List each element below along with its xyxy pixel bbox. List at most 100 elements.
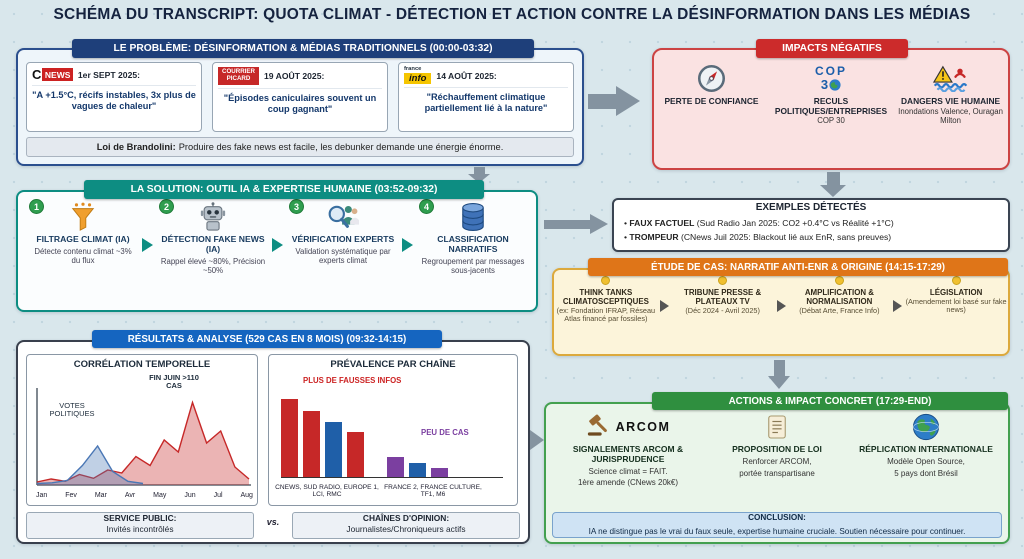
cop30-logo-digit: 3 xyxy=(820,77,829,92)
impact-politics: COP 3 RECULS POLITIQUES/ENTREPRISES COP … xyxy=(771,63,891,126)
step-number-badge: 2 xyxy=(159,199,174,214)
arrow-problem-down xyxy=(474,167,485,174)
channel-bar xyxy=(387,457,404,477)
media-card-date: 19 AOÛT 2025: xyxy=(264,70,325,81)
action-title: RÉPLICATION INTERNATIONALE xyxy=(859,444,993,454)
arrow-case-to-actions xyxy=(774,360,785,376)
action-desc: Science climat = FAIT. xyxy=(588,466,668,476)
temporal-chart-title: CORRÉLATION TEMPORELLE xyxy=(73,359,211,370)
impact-label: RECULS POLITIQUES/ENTREPRISES xyxy=(774,96,888,116)
media-card-cnews: C NEWS 1er SEPT 2025: "A +1.5°C, récifs … xyxy=(26,62,202,132)
actions-header: ACTIONS & IMPACT CONCRET (17:29-END) xyxy=(652,392,1008,410)
compass-icon xyxy=(656,63,767,94)
brandolini-note: Loi de Brandolini: Produire des fake new… xyxy=(26,137,574,157)
arrow-problem-to-impacts xyxy=(588,94,616,109)
globe-mini-icon xyxy=(829,78,841,91)
solution-step-3: 3 VÉRIFICATION EXPERTS Validation systém… xyxy=(284,198,402,265)
timeline-dot-icon xyxy=(834,276,844,285)
arrow-impacts-down xyxy=(827,172,840,185)
conclusion-banner: CONCLUSION: IA ne distingue pas le vrai … xyxy=(552,512,1002,538)
experts-magnifier-icon xyxy=(284,198,402,232)
channel-bar xyxy=(409,463,426,477)
arrow-problem-down-head xyxy=(468,174,490,183)
step-title: FILTRAGE CLIMAT (IA) xyxy=(36,234,130,244)
channel-bar xyxy=(281,399,298,477)
step-title: VÉRIFICATION EXPERTS xyxy=(291,234,395,244)
franceinfo-logo-france: france xyxy=(404,66,422,72)
franceinfo-logo: france info xyxy=(404,66,432,85)
step-title: CLASSIFICATION NARRATIFS xyxy=(437,234,509,254)
robot-icon xyxy=(154,198,272,232)
globe-icon xyxy=(850,412,1002,442)
arrow-solution-to-examples xyxy=(544,220,590,229)
month-label: Avr xyxy=(124,492,136,499)
timeline-dot-icon xyxy=(601,276,611,285)
example-detail: (CNews Juil 2025: Blackout lié aux EnR, … xyxy=(678,232,892,242)
impact-sub: COP 30 xyxy=(817,116,845,126)
action-desc: portée transpartisane xyxy=(739,468,815,478)
impacts-header: IMPACTS NÉGATIFS xyxy=(756,39,908,58)
step-title: DÉTECTION FAKE NEWS (IA) xyxy=(161,234,265,254)
action-desc: 5 pays dont Brésil xyxy=(894,468,958,478)
opinion-channels-note: CHAÎNES D'OPINION: Journalistes/Chroniqu… xyxy=(292,512,520,539)
media-card-quote: "A +1.5°C, récifs instables, 3x plus de … xyxy=(32,90,196,112)
action-title: PROPOSITION DE LOI xyxy=(732,444,822,454)
step-desc: Regroupement par messages sous-jacents xyxy=(421,256,525,275)
service-public-title: SERVICE PUBLIC: xyxy=(103,513,177,523)
impact-trust: PERTE DE CONFIANCE xyxy=(652,63,771,126)
label-high-fake-news: PLUS DE FAUSSES INFOS xyxy=(303,376,402,385)
action-title: SIGNALEMENTS ARCOM & JURISPRUDENCE xyxy=(572,444,684,464)
channel-bar xyxy=(303,411,320,477)
cnews-logo: C NEWS xyxy=(32,67,73,82)
case-step-title: LÉGISLATION xyxy=(929,288,983,297)
service-public-note: SERVICE PUBLIC: Invités incontrôlés xyxy=(26,512,254,539)
media-card-date: 14 AOÛT 2025: xyxy=(436,70,497,81)
step-arrow-icon xyxy=(142,238,153,252)
conclusion-text: IA ne distingue pas le vrai du faux seul… xyxy=(588,526,966,536)
cop30-logo-cop: COP xyxy=(814,64,847,78)
action-arcom: ARCOM SIGNALEMENTS ARCOM & JURISPRUDENCE… xyxy=(552,412,704,488)
courrier-picard-logo-line2: PICARD xyxy=(226,74,251,82)
channel-bar xyxy=(325,422,342,477)
cnews-logo-c: C xyxy=(32,67,42,82)
step-arrow-icon xyxy=(272,238,283,252)
step-number-badge: 4 xyxy=(419,199,434,214)
channel-bar xyxy=(431,468,448,477)
month-label: Fev xyxy=(65,492,77,499)
media-card-top: france info 14 AOÛT 2025: xyxy=(404,66,568,89)
channel-bars xyxy=(281,390,503,478)
case-arrow-icon xyxy=(776,300,786,312)
case-arrow-icon xyxy=(659,300,669,312)
vs-label: vs. xyxy=(266,517,280,527)
action-replication: RÉPLICATION INTERNATIONALE Modèle Open S… xyxy=(850,412,1002,478)
solution-step-4: 4 CLASSIFICATION NARRATIFS Regroupement … xyxy=(414,198,532,275)
channel-chart-plot: PLUS DE FAUSSES INFOS PEU DE CAS CNEWS, … xyxy=(269,370,517,500)
action-desc: 1ère amende (CNews 20k€) xyxy=(577,478,679,488)
step-desc: Rappel élevé ~80%, Précision ~50% xyxy=(160,256,266,275)
annotation-votes-politiques: VOTES POLITIQUES xyxy=(49,401,95,419)
media-card-quote: "Épisodes caniculaires souvent un coup g… xyxy=(223,92,377,114)
step-number-badge: 3 xyxy=(289,199,304,214)
impact-label: PERTE DE CONFIANCE xyxy=(664,96,759,106)
case-step-title: AMPLIFICATION & NORMALISATION xyxy=(804,288,874,306)
example-item: FAUX FACTUEL (Sud Radio Jan 2025: CO2 +0… xyxy=(624,218,1004,228)
funnel-icon xyxy=(24,198,142,232)
opinion-channels-text: Journalistes/Chroniqueurs actifs xyxy=(346,524,466,535)
action-loi: PROPOSITION DE LOI Renforcer ARCOM, port… xyxy=(708,412,846,478)
temporal-chart-panel: CORRÉLATION TEMPORELLE VOTES POLITIQUES … xyxy=(26,354,258,506)
case-step-desc: (Amendement loi basé sur fake news) xyxy=(905,297,1007,315)
case-arrow-icon xyxy=(893,300,903,312)
media-card-top: COURRIER PICARD 19 AOÛT 2025: xyxy=(218,67,382,89)
case-step-desc: (ex: Fondation IFRAP, Réseau Atlas finan… xyxy=(556,306,656,324)
opinion-channels-title: CHAÎNES D'OPINION: xyxy=(362,513,450,523)
arrow-problem-to-impacts-head xyxy=(616,86,640,116)
impact-human-danger: DANGERS VIE HUMAINE Inondations Valence,… xyxy=(891,63,1010,126)
case-study-header: ÉTUDE DE CAS: NARRATIF ANTI-ENR & ORIGIN… xyxy=(588,258,1008,276)
results-header: RÉSULTATS & ANALYSE (529 CAS EN 8 MOIS) … xyxy=(92,330,442,348)
month-label: Jan xyxy=(36,492,48,499)
media-card-franceinfo: france info 14 AOÛT 2025: "Réchauffement… xyxy=(398,62,574,132)
courrier-picard-logo: COURRIER PICARD xyxy=(218,67,260,85)
example-item: TROMPEUR (CNews Juil 2025: Blackout lié … xyxy=(624,232,1004,242)
